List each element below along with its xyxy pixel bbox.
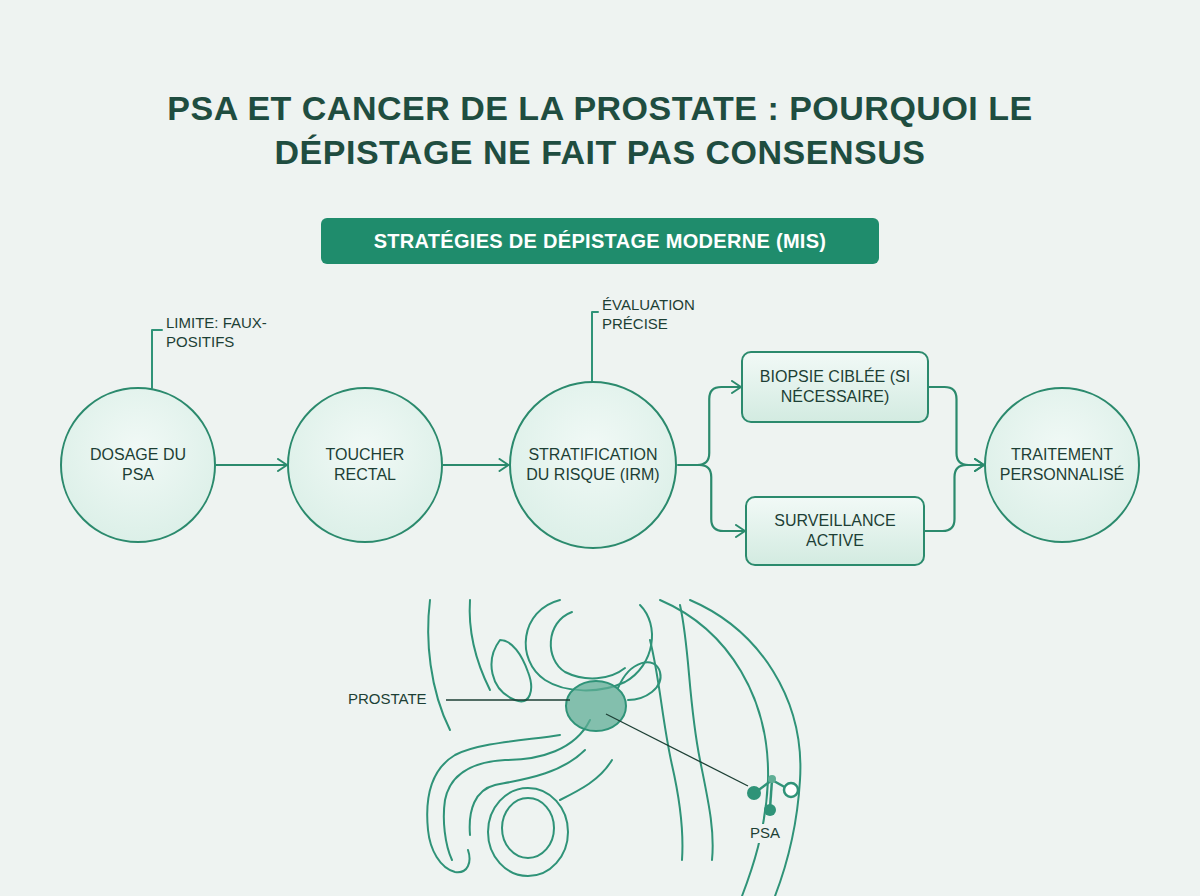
testis bbox=[502, 798, 554, 858]
process-circle: TRAITEMENT PERSONNALISÉ bbox=[984, 387, 1140, 543]
back-outline bbox=[690, 600, 800, 896]
leader-line bbox=[446, 699, 570, 700]
process-circle: STRATIFICATION DU RISQUE (IRM) bbox=[509, 381, 678, 550]
node-text: SURVEILLANCE ACTIVE bbox=[760, 511, 910, 550]
leader-line bbox=[592, 312, 598, 384]
process-box: SURVEILLANCE ACTIVE bbox=[745, 496, 925, 566]
section-band: STRATÉGIES DE DÉPISTAGE MODERNE (MIS) bbox=[321, 218, 879, 264]
rectum bbox=[680, 605, 713, 860]
part-label: PSA bbox=[748, 824, 782, 843]
flow-arrow bbox=[925, 465, 984, 531]
flow-arrow bbox=[443, 464, 509, 466]
abdomen-outline bbox=[428, 600, 450, 730]
flow-arrow bbox=[929, 387, 984, 465]
prostate-gland bbox=[566, 681, 626, 731]
node-text: BIOPSIE CIBLÉE (SI NÉCESSAIRE) bbox=[755, 367, 915, 406]
process-circle: TOUCHER RECTAL bbox=[287, 387, 443, 543]
callout-note: ÉVALUATION PRÉCISE bbox=[600, 296, 734, 334]
testis bbox=[488, 788, 568, 876]
flow-arrow bbox=[216, 464, 287, 466]
vas-deferens bbox=[560, 760, 612, 800]
pubic-bone bbox=[492, 640, 532, 701]
node-text: STRATÉGIES DE DÉPISTAGE MODERNE (MIS) bbox=[374, 229, 827, 253]
node-text: TRAITEMENT PERSONNALISÉ bbox=[996, 445, 1128, 484]
back-outline bbox=[660, 600, 768, 896]
node-text: DOSAGE DU PSA bbox=[82, 445, 194, 484]
leader-line bbox=[606, 714, 748, 786]
process-box: BIOPSIE CIBLÉE (SI NÉCESSAIRE) bbox=[741, 351, 929, 423]
node-text: STRATIFICATION DU RISQUE (IRM) bbox=[518, 445, 668, 484]
penis-outline bbox=[427, 735, 560, 872]
bladder bbox=[551, 612, 625, 678]
abdomen-outline bbox=[470, 600, 490, 690]
callout-note: LIMITE: FAUX-POSITIFS bbox=[164, 314, 298, 352]
flow-arrow bbox=[677, 387, 741, 465]
leader-line bbox=[152, 330, 162, 388]
bladder bbox=[526, 600, 652, 690]
psa-molecule bbox=[747, 775, 798, 816]
seminal-vesicle bbox=[618, 662, 661, 700]
node-text: TOUCHER RECTAL bbox=[305, 445, 425, 484]
flow-arrow bbox=[677, 465, 745, 531]
part-label: PROSTATE bbox=[346, 690, 429, 709]
diagram-title: PSA ET CANCER DE LA PROSTATE : POURQUOI … bbox=[90, 86, 1110, 174]
process-circle: DOSAGE DU PSA bbox=[60, 387, 216, 543]
